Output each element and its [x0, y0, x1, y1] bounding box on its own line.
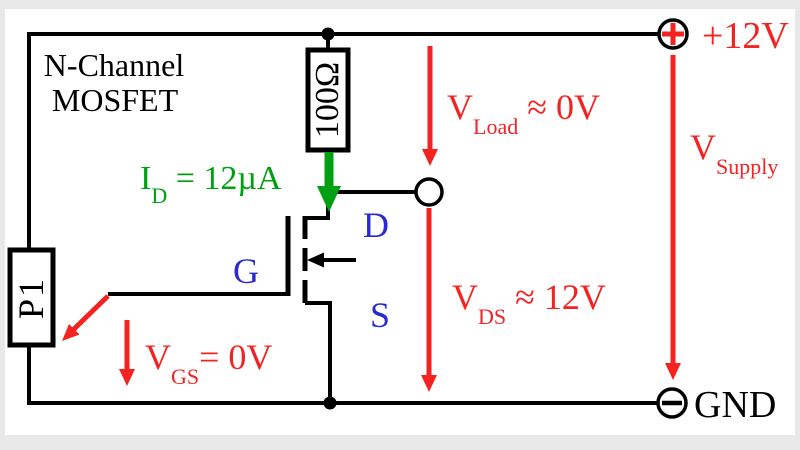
plus-icon	[662, 23, 684, 45]
potentiometer-label: P1	[11, 277, 51, 319]
vsupply-label: VSupply	[690, 127, 778, 179]
supply-rail-wire	[27, 32, 659, 250]
vds-arrow-icon	[421, 375, 437, 392]
title-line1: N-Channel	[44, 47, 185, 83]
canvas-background	[5, 9, 795, 435]
resistor-body	[305, 47, 351, 153]
wiper-arrow-icon	[62, 324, 80, 341]
drain-test-point-icon	[414, 177, 444, 207]
gate-label: G	[233, 251, 259, 291]
bottom-junction-dot	[323, 396, 337, 410]
vgs-label: VGS= 0V	[145, 337, 272, 389]
drain-current-arrow-icon	[317, 152, 341, 212]
source-label: S	[370, 295, 390, 335]
drain-current-label: ID = 12µA	[140, 160, 282, 208]
ground-rail-wire	[27, 345, 658, 405]
top-junction-dot	[321, 27, 335, 41]
vds-label: VDS ≈ 12V	[452, 277, 606, 329]
vload-arrow-icon	[422, 149, 438, 166]
wiper-arrow-shaft	[71, 294, 110, 332]
vload-label: VLoad ≈ 0V	[447, 87, 600, 139]
vsupply-arrow-icon	[665, 363, 681, 380]
potentiometer-body	[7, 247, 56, 348]
resistor-label: 100Ω	[309, 62, 346, 138]
negative-terminal-label: GND	[694, 384, 776, 426]
mosfet-body-arrow-icon	[307, 252, 324, 268]
drain-label: D	[363, 205, 389, 245]
source-wire	[305, 301, 332, 403]
vgs-arrow-icon	[119, 369, 135, 386]
positive-terminal-label: +12V	[702, 15, 789, 57]
title-line2: MOSFET	[52, 82, 179, 118]
